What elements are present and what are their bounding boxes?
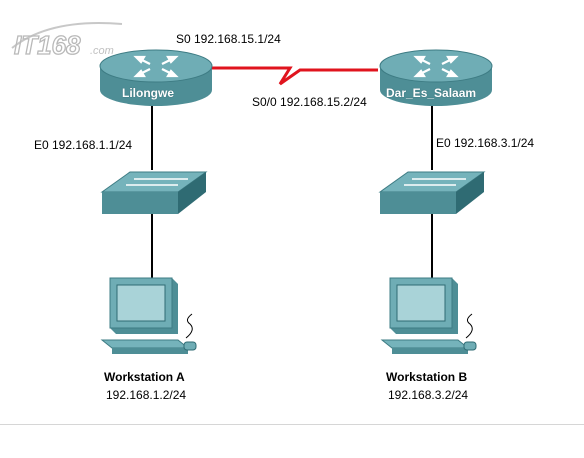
- svg-text:IT168: IT168: [14, 30, 81, 60]
- router-icon: [379, 49, 493, 106]
- workstation-b-ip: 192.168.3.2/24: [388, 388, 469, 402]
- switch-icon: [100, 171, 208, 214]
- serial-link-zigzag: [212, 66, 378, 86]
- divider: [0, 424, 584, 425]
- watermark-logo: IT168 .com: [10, 18, 128, 62]
- switch-icon: [378, 171, 486, 214]
- workstation-a-ip: 192.168.1.2/24: [106, 388, 187, 402]
- workstation-b-name: Workstation B: [386, 370, 468, 384]
- workstation-icon: [100, 277, 197, 354]
- label-dar-serial: S0/0 192.168.15.2/24: [252, 95, 367, 109]
- label-lilongwe-serial: S0 192.168.15.1/24: [176, 32, 281, 46]
- svg-text:.com: .com: [90, 45, 114, 57]
- router-name-dar-es-salaam: Dar_Es_Salaam: [386, 86, 477, 100]
- router-icon: [99, 49, 213, 106]
- router-name-lilongwe: Lilongwe: [122, 86, 174, 100]
- label-dar-ethernet: E0 192.168.3.1/24: [436, 136, 535, 150]
- workstation-icon: [380, 277, 477, 354]
- label-lilongwe-ethernet: E0 192.168.1.1/24: [34, 138, 133, 152]
- workstation-a-name: Workstation A: [104, 370, 185, 384]
